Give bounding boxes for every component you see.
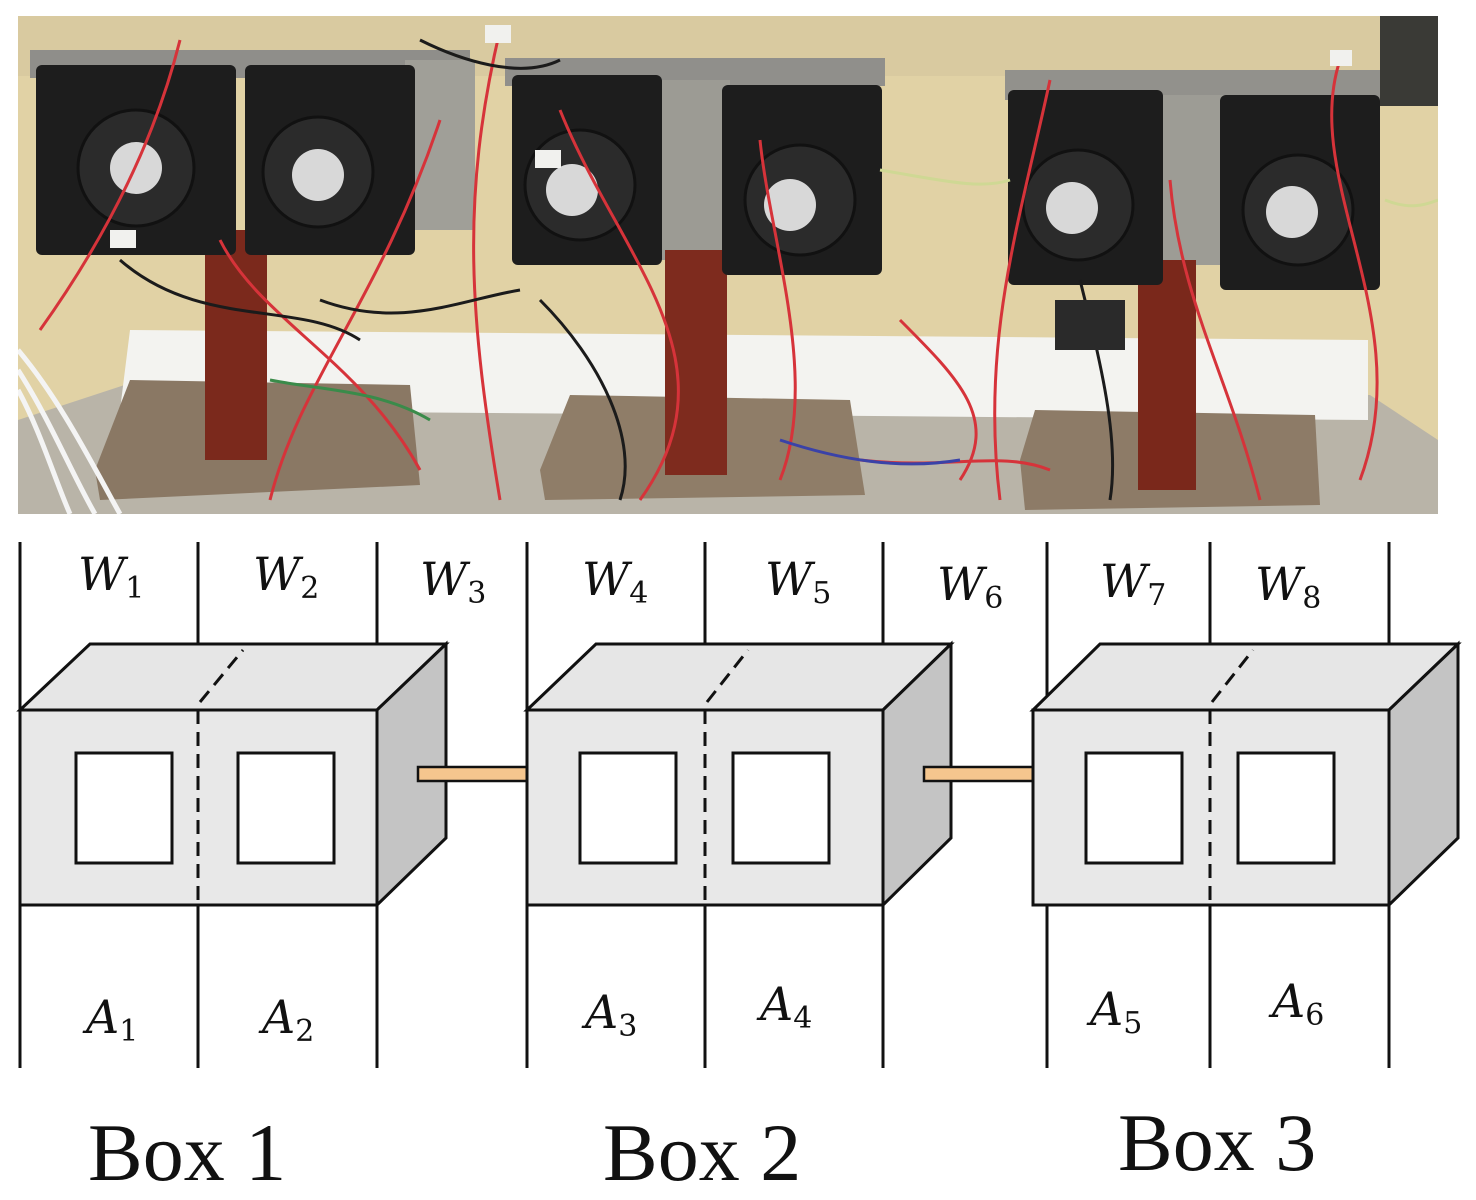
experimental-setup-photo xyxy=(18,16,1438,514)
box-label-1: Box 1 xyxy=(88,1107,286,1198)
connector-bar-1 xyxy=(416,765,530,783)
wall-label-7: W7 xyxy=(1100,554,1166,613)
wall-label-5: W5 xyxy=(765,552,831,611)
box-3-top xyxy=(1029,642,1462,712)
box-2-drawing xyxy=(523,640,955,909)
box-2-window-right xyxy=(731,751,831,865)
box-3-window-left xyxy=(1084,751,1184,865)
area-label-3: A3 xyxy=(581,985,637,1044)
wall-label-6: W6 xyxy=(937,557,1003,616)
photo-white-cables xyxy=(18,348,123,514)
area-label-5: A5 xyxy=(1086,982,1142,1041)
photo-pole-2 xyxy=(665,250,727,475)
area-label-1: A1 xyxy=(82,990,138,1049)
wall-label-8: W8 xyxy=(1255,557,1321,616)
box-labels: Box 1 Box 2 Box 3 xyxy=(88,1097,1316,1198)
area-label-2: A2 xyxy=(258,990,314,1049)
box-1-window-right xyxy=(236,751,336,865)
wall-label-2: W2 xyxy=(253,547,319,606)
wall-zone-diagram xyxy=(16,542,1462,1068)
area-labels: A1 A2 A3 A4 A5 A6 xyxy=(82,974,1324,1049)
wall-label-4: W4 xyxy=(582,552,648,611)
box-1-drawing xyxy=(16,640,450,909)
box-3-drawing xyxy=(1029,640,1462,909)
connector-bar-2 xyxy=(922,765,1036,783)
box-1-window-left xyxy=(74,751,174,865)
photo-wires xyxy=(38,29,1438,501)
box-2-top xyxy=(523,642,955,712)
box-1-top xyxy=(16,642,450,712)
box-label-3: Box 3 xyxy=(1118,1097,1316,1188)
photo-tray xyxy=(120,330,1368,420)
area-label-6: A6 xyxy=(1268,974,1324,1033)
wall-labels: W1 W2 W3 W4 W5 W6 W7 W8 xyxy=(78,547,1321,616)
wall-label-1: W1 xyxy=(78,547,144,606)
photo-pole-3 xyxy=(1138,260,1196,490)
box-3-window-right xyxy=(1236,751,1336,865)
box-2-window-left xyxy=(578,751,678,865)
area-label-4: A4 xyxy=(756,977,812,1036)
wall-label-3: W3 xyxy=(420,552,486,611)
box-label-2: Box 2 xyxy=(603,1107,801,1198)
